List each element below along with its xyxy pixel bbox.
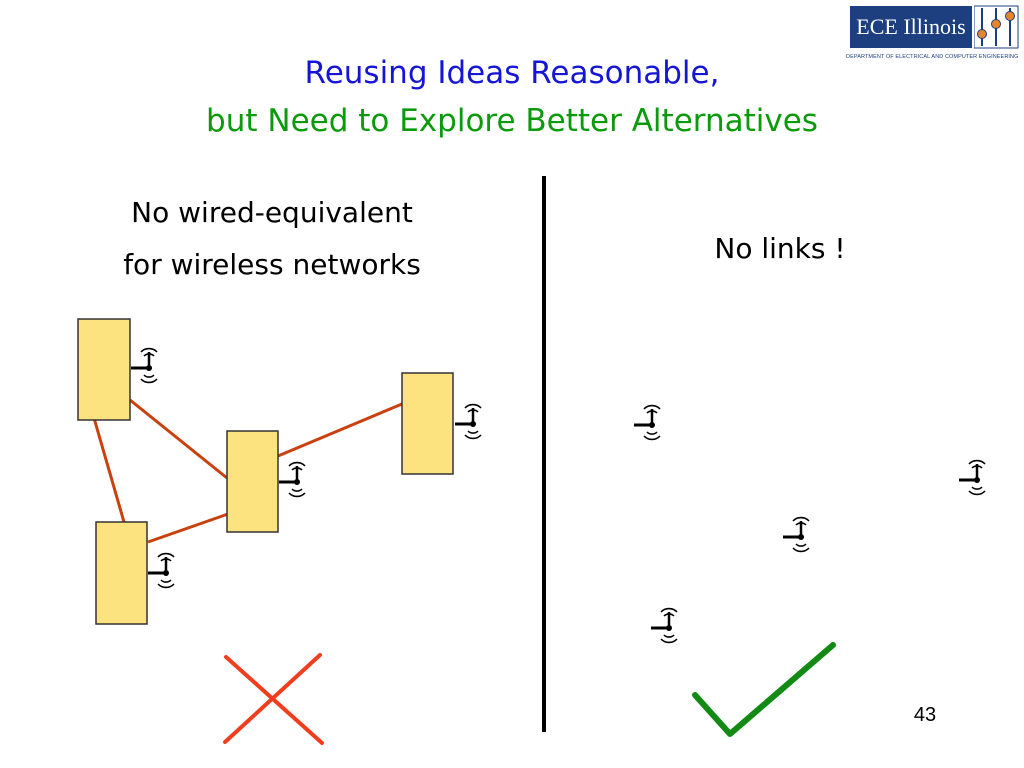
slide-title-line2: but Need to Explore Better Alternatives bbox=[206, 103, 818, 139]
link-b-d bbox=[277, 402, 403, 458]
ece-illinois-logo: ECE Illinois DEPARTMENT OF ELECTRICAL AN… bbox=[846, 4, 1022, 64]
wireless-antenna-1 bbox=[632, 404, 662, 441]
link-a-b bbox=[129, 398, 228, 480]
wired-node-c bbox=[95, 521, 176, 625]
wired-node-b bbox=[226, 430, 307, 533]
left-heading-line2: for wireless networks bbox=[123, 248, 421, 281]
wired-node-d bbox=[401, 372, 483, 475]
checkmark-icon bbox=[692, 642, 836, 737]
logo-circuit-icon bbox=[974, 5, 1019, 49]
slide-title-line1: Reusing Ideas Reasonable, bbox=[304, 55, 720, 91]
left-heading-line1: No wired-equivalent bbox=[131, 196, 413, 229]
logo-subtitle: DEPARTMENT OF ELECTRICAL AND COMPUTER EN… bbox=[846, 54, 1019, 60]
wireless-antenna-2 bbox=[957, 459, 987, 496]
wired-links bbox=[92, 398, 403, 544]
link-b-c bbox=[147, 512, 229, 544]
cross-icon bbox=[223, 653, 324, 745]
link-a-c bbox=[92, 417, 126, 523]
wireless-antenna-3 bbox=[781, 516, 811, 553]
page-number: 43 bbox=[913, 704, 937, 726]
wireless-antenna-4 bbox=[649, 607, 679, 644]
logo-wordmark: ECE Illinois bbox=[850, 6, 972, 48]
wired-node-a bbox=[77, 318, 159, 421]
right-heading: No links ! bbox=[714, 232, 846, 265]
